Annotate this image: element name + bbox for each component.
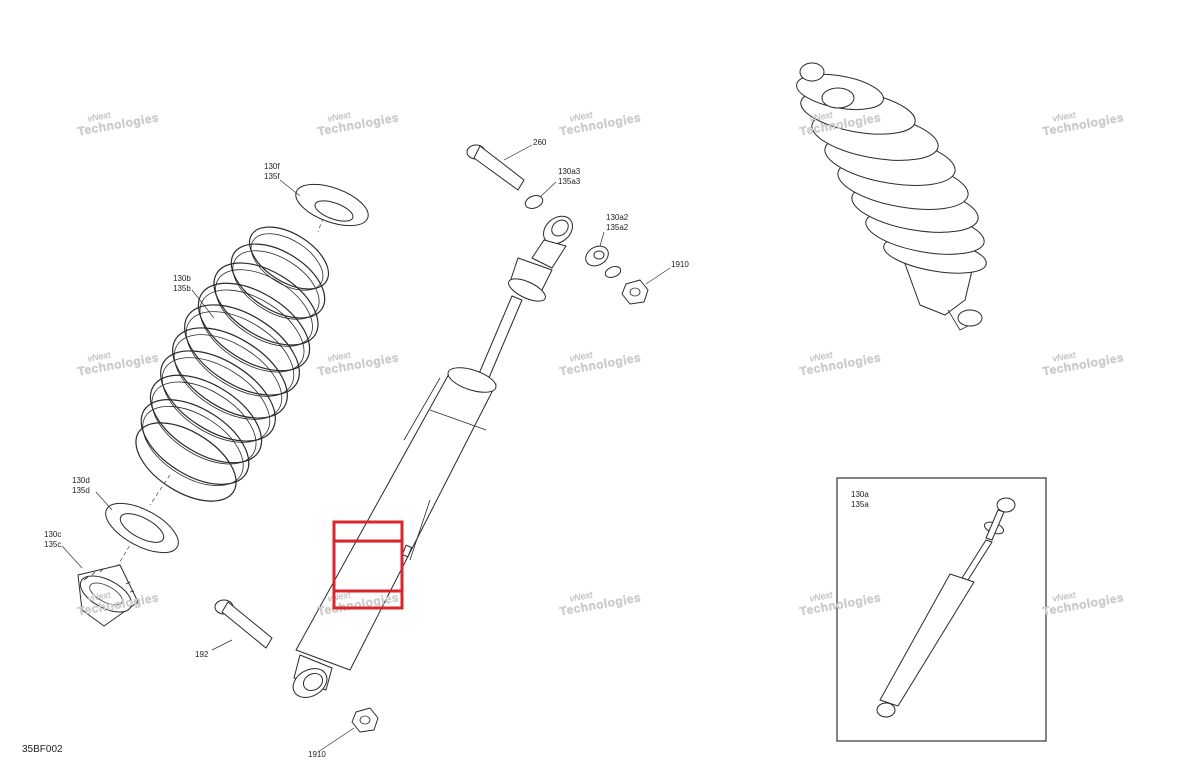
inset-label-1: 130a <box>851 490 869 499</box>
spring-retainer-ring[interactable] <box>98 493 186 562</box>
callout-135a2: 135a2 <box>606 223 629 232</box>
watermark-line1: vNext <box>327 350 352 364</box>
callouts: 260 130a3 135a3 130a2 135a2 1910 130f 13… <box>44 138 689 759</box>
callout-135f: 135f <box>264 172 280 181</box>
spherical-bushing[interactable] <box>582 242 612 270</box>
retaining-ring-lower[interactable] <box>604 265 622 280</box>
watermark-line1: vNext <box>1052 110 1077 124</box>
inset-shock-view: 130a 135a <box>836 477 1047 742</box>
watermark-line1: vNext <box>809 350 834 364</box>
watermark-line1: vNext <box>809 590 834 604</box>
watermark-line1: vNext <box>87 110 112 124</box>
lower-mounting-bolt[interactable] <box>214 599 273 649</box>
shock-absorber[interactable] <box>288 211 578 704</box>
watermark-line1: vNext <box>569 590 594 604</box>
watermark-line1: vNext <box>327 110 352 124</box>
callout-130a3: 130a3 <box>558 167 581 176</box>
lock-nut-bottom[interactable] <box>351 707 379 733</box>
assembled-shock-view <box>796 62 987 331</box>
callout-130b: 130b <box>173 274 191 283</box>
highlight-box-lower <box>332 589 404 610</box>
coil-spring[interactable] <box>123 214 339 517</box>
leader-lines <box>61 144 671 753</box>
upper-spring-seat[interactable] <box>290 176 373 234</box>
watermark-line1: vNext <box>87 350 112 364</box>
callout-135a3: 135a3 <box>558 177 581 186</box>
watermark-line1: vNext <box>1052 590 1077 604</box>
upper-mounting-bolt[interactable] <box>466 144 525 191</box>
callout-130d: 130d <box>72 476 90 485</box>
callout-130f: 130f <box>264 162 280 171</box>
callout-130a2: 130a2 <box>606 213 629 222</box>
callout-192: 192 <box>195 650 209 659</box>
callout-1910-top: 1910 <box>671 260 689 269</box>
diagram-code: 35BF002 <box>22 744 63 755</box>
callout-135d: 135d <box>72 486 90 495</box>
inset-label-2: 135a <box>851 500 869 509</box>
watermark-line1: vNext <box>569 350 594 364</box>
watermark-line1: vNext <box>809 110 834 124</box>
callout-135b: 135b <box>173 284 191 293</box>
retaining-ring-upper[interactable] <box>523 193 544 210</box>
callout-260: 260 <box>533 138 547 147</box>
preload-collar[interactable] <box>75 564 139 627</box>
watermark-line1: vNext <box>87 590 112 604</box>
watermark-line1: vNext <box>569 110 594 124</box>
watermark-line1: vNext <box>1052 350 1077 364</box>
callout-135c: 135c <box>44 540 61 549</box>
highlight-boxes <box>332 520 404 610</box>
callout-1910-bottom: 1910 <box>308 750 326 759</box>
callout-130c: 130c <box>44 530 61 539</box>
lock-nut-top[interactable] <box>621 279 649 305</box>
